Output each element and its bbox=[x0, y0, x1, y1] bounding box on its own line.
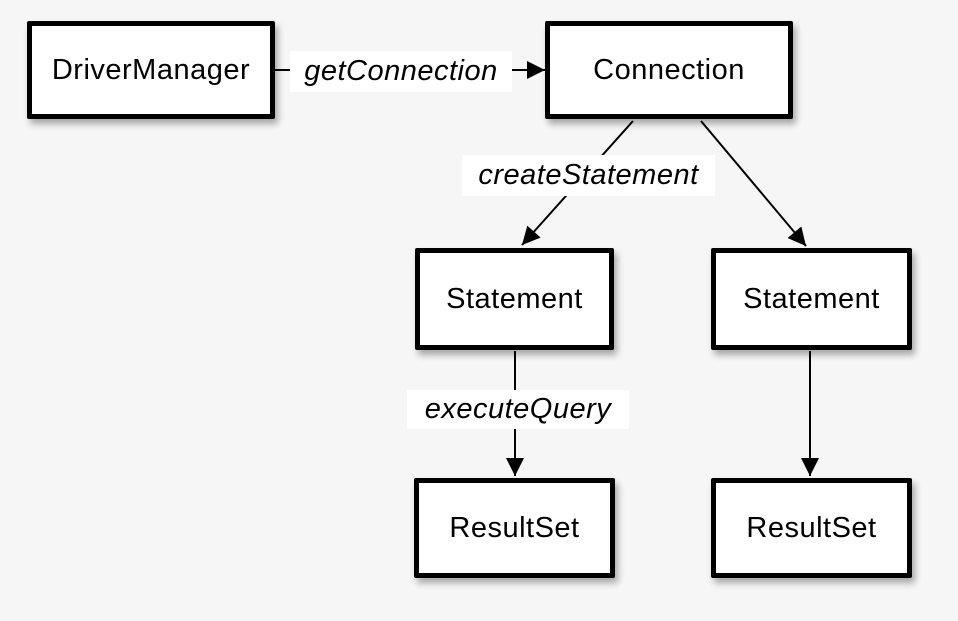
box-resultset-left-label: ResultSet bbox=[449, 511, 580, 544]
edge-label-executequery: executeQuery bbox=[407, 390, 629, 429]
box-statement-right-label: Statement bbox=[743, 282, 880, 315]
box-resultset-right-label: ResultSet bbox=[746, 511, 877, 544]
edge-connection-to-statement-right-arrow bbox=[700, 120, 807, 247]
box-drivermanager-label: DriverManager bbox=[51, 53, 251, 86]
box-connection: Connection bbox=[545, 21, 793, 119]
edge-label-getconnection: getConnection bbox=[290, 51, 512, 92]
box-drivermanager: DriverManager bbox=[27, 21, 275, 119]
box-resultset-left: ResultSet bbox=[414, 478, 615, 578]
box-statement-right: Statement bbox=[711, 248, 912, 350]
box-statement-left: Statement bbox=[415, 248, 614, 350]
box-statement-left-label: Statement bbox=[446, 282, 583, 315]
edge-label-createstatement: createStatement bbox=[462, 155, 715, 196]
box-resultset-right: ResultSet bbox=[711, 478, 912, 578]
box-connection-label: Connection bbox=[593, 53, 745, 86]
